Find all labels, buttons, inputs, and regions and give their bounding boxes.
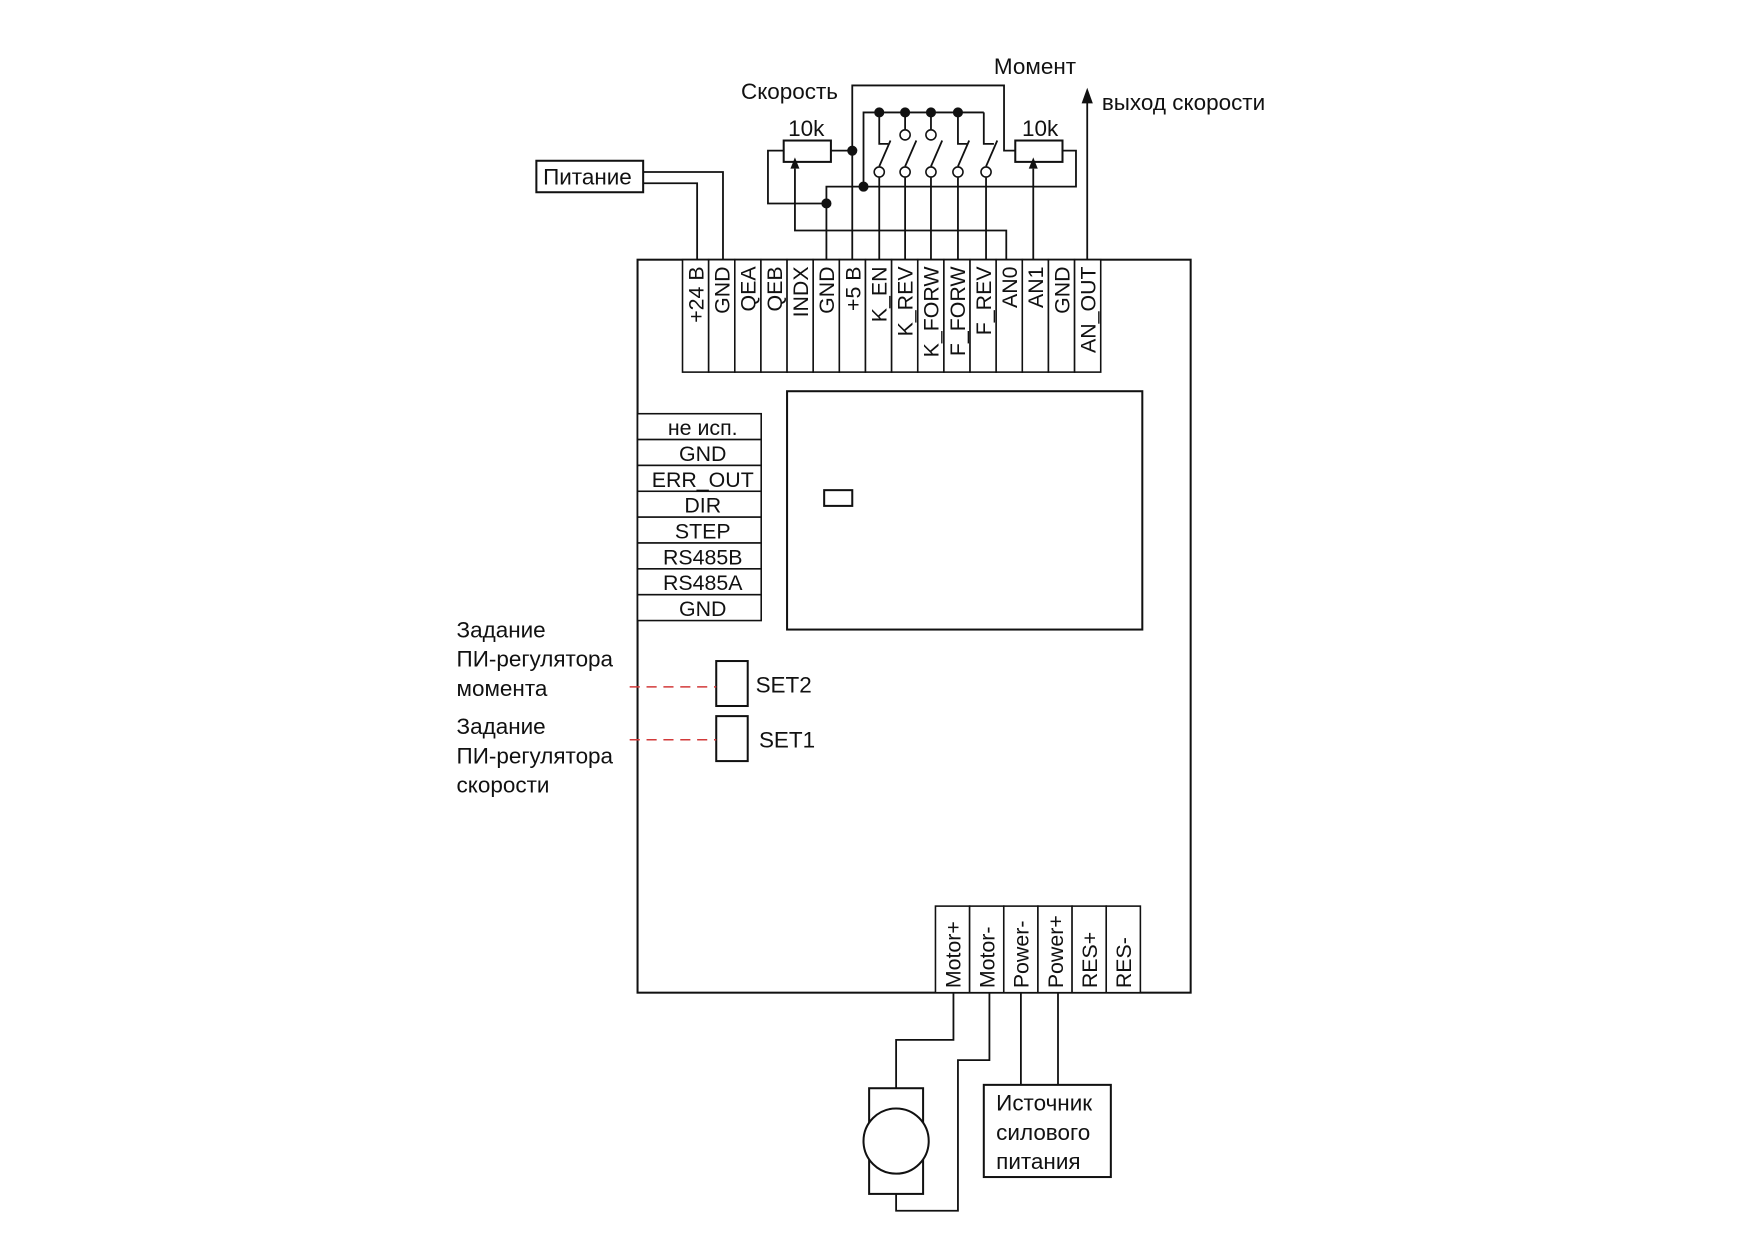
pot-right-value: 10k <box>1022 116 1059 141</box>
potentiometer-left <box>782 139 832 163</box>
status-led <box>823 489 854 507</box>
junction-dots <box>821 107 964 209</box>
switch-contacts <box>873 129 992 178</box>
side-terminal-cell <box>636 438 762 467</box>
potentiometer-right <box>1014 139 1064 163</box>
control-wiring <box>767 84 1077 260</box>
bottom-terminal-label: Motor+ <box>941 921 965 988</box>
top-terminal-cell <box>890 258 919 373</box>
top-terminal-label: GND <box>815 266 839 313</box>
top-terminal-cell <box>760 258 788 373</box>
top-terminal-label: GND <box>1050 266 1074 313</box>
pot-left-value: 10k <box>788 116 825 141</box>
set1-jumper <box>715 715 749 763</box>
wiper-arrow-icon <box>1028 157 1038 169</box>
side-terminal-label: GND <box>679 442 726 466</box>
top-terminal-label: QEA <box>737 266 761 312</box>
bottom-terminal-cell <box>1105 905 1142 994</box>
side-terminal-label: не исп. <box>668 416 738 440</box>
wire-motor-plus <box>895 992 955 1089</box>
inner-module <box>786 390 1144 631</box>
top-terminal-label: K_EN <box>867 266 891 322</box>
side-terminal-label: RS485B <box>663 545 743 569</box>
top-terminal-label: AN0 <box>998 266 1022 308</box>
side-terminal-cell <box>636 593 762 622</box>
top-terminal-label: GND <box>711 266 735 313</box>
wire-power-24v <box>643 182 699 260</box>
side-terminal-cell <box>636 490 762 518</box>
power-label: Питание <box>543 164 632 189</box>
top-terminal-cell <box>1073 258 1102 373</box>
side-terminal-cell <box>636 542 762 570</box>
side-terminal-label: RS485A <box>663 571 743 595</box>
top-terminal-label: K_REV <box>894 266 918 337</box>
top-terminal-label: QEB <box>763 266 787 311</box>
bottom-terminal-cell <box>1037 905 1073 994</box>
top-terminal-label: F_REV <box>972 266 996 336</box>
top-terminal-label: F_FORW <box>946 266 970 357</box>
bottom-terminal-label: Power+ <box>1044 915 1068 988</box>
bottom-terminal-label: Motor- <box>976 927 1000 989</box>
top-terminal-cell <box>707 258 736 373</box>
set2-description: Задание ПИ-регулятора момента <box>457 617 620 700</box>
bottom-terminal-cell <box>968 905 1005 994</box>
set2-label: SET2 <box>756 673 812 698</box>
top-terminal-cell <box>995 258 1024 373</box>
top-terminal-cell <box>838 258 867 373</box>
speed-output-label: выход скорости <box>1102 90 1265 115</box>
bottom-terminal-label: Power- <box>1010 921 1034 989</box>
top-terminal-label: +5 B <box>841 266 865 311</box>
top-terminal-label: AN1 <box>1024 266 1048 308</box>
top-terminal-cell <box>786 258 814 373</box>
arrow-up-icon <box>1081 87 1093 104</box>
top-terminal-cell <box>681 258 710 373</box>
side-terminal-cell <box>636 516 762 544</box>
side-terminal-label: DIR <box>684 494 721 518</box>
side-terminal-cell <box>636 568 762 596</box>
power-source-label: Источник силового питания <box>996 1091 1098 1174</box>
torque-label: Момент <box>994 54 1076 79</box>
top-terminal-cell <box>943 258 971 373</box>
side-terminal-label: STEP <box>675 519 731 543</box>
wire-motor-minus <box>895 992 991 1212</box>
top-terminal-cell <box>1047 258 1076 373</box>
top-terminal-cell <box>969 258 997 373</box>
speed-label: Скорость <box>741 79 838 104</box>
top-terminal-label: K_FORW <box>920 266 944 358</box>
top-terminal-label: INDX <box>789 266 813 317</box>
power-box <box>535 159 645 194</box>
top-terminal-cell <box>864 258 893 373</box>
wire-power-gnd <box>643 171 724 260</box>
top-terminal-label: AN_OUT <box>1077 266 1101 353</box>
side-terminal-cell <box>636 412 762 441</box>
bottom-terminal-block: Motor+ Motor- Power- Power+ RES+ RES- <box>934 905 1142 994</box>
wiper-arrow-icon <box>790 157 800 169</box>
side-terminal-label: ERR_OUT <box>652 468 754 492</box>
power-source-box <box>982 1083 1112 1179</box>
side-terminal-cell <box>636 464 762 493</box>
top-terminal-label: +24 B <box>684 266 708 322</box>
set1-description: Задание ПИ-регулятора скорости <box>457 714 620 797</box>
bottom-terminal-label: RES+ <box>1078 932 1102 988</box>
side-terminal-label: GND <box>679 597 726 621</box>
top-terminal-cell <box>812 258 841 373</box>
set1-label: SET1 <box>759 728 815 753</box>
bottom-terminal-label: RES- <box>1112 937 1136 988</box>
motor-icon <box>862 1107 930 1175</box>
set2-jumper <box>715 660 749 708</box>
